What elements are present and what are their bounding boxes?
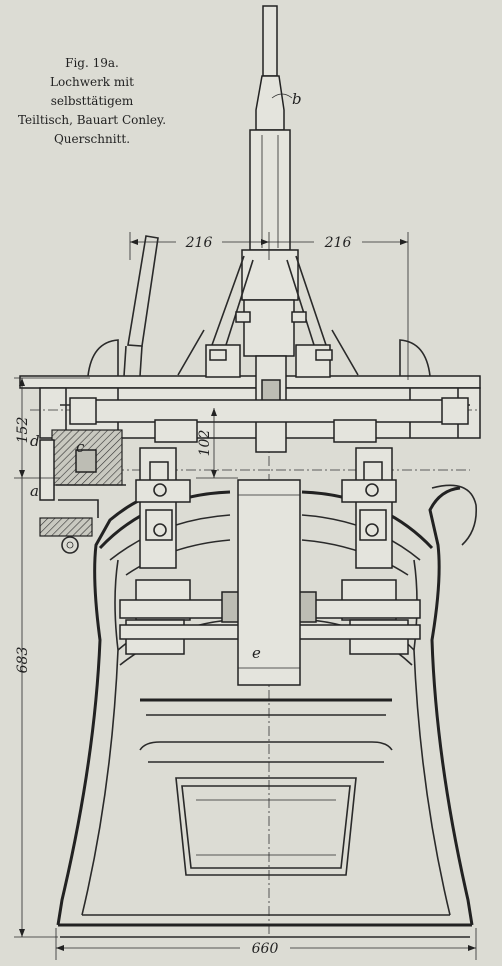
dimension-660: 660 [55,928,477,960]
dim-216-left: 216 [185,235,213,251]
dim-660: 660 [252,941,279,957]
top-bolts [87,311,431,378]
dim-683: 683 [15,647,31,674]
dim-152: 152 [15,417,31,444]
label-b: b [292,90,302,108]
left-linkage [125,447,191,655]
right-linkage [341,447,409,655]
dim-216-right: 216 [324,235,352,251]
hand-lever [123,235,159,377]
figure-subtitle: Querschnitt. [53,132,131,146]
left-indexing-block [39,429,126,554]
figure-title-line-2: Teiltisch, Bauart Conley. [17,113,167,127]
flywheel [237,479,301,686]
dim-102: 102 [197,430,213,457]
leader-b [271,93,293,99]
figure-number: Fig. 19a. [65,56,119,70]
flywheel-rim [238,494,300,669]
figure-title-line-1: Lochwerk mit selbsttätigem [50,75,134,108]
dimension-102: 102 [196,408,238,479]
label-d: d [30,432,40,450]
figure-caption: Fig. 19a. Lochwerk mit selbsttätigem Tei… [8,54,176,149]
cross-shaft [69,397,469,443]
label-e: e [252,644,261,662]
dimension-216-left: 216 [129,232,270,260]
label-c: c [76,438,85,456]
dimension-683: 683 [14,478,58,938]
dimension-216-right: 216 [269,232,409,380]
label-a: a [30,482,39,500]
